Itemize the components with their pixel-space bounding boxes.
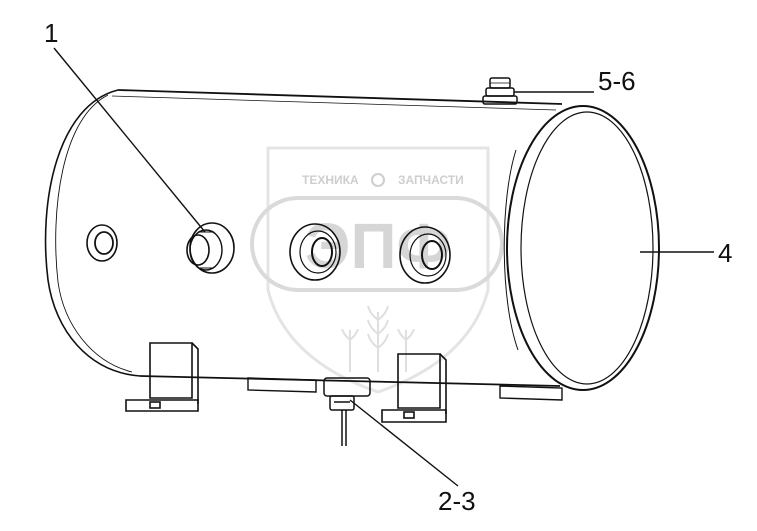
drain-valve — [323, 377, 371, 446]
wheat-icon — [341, 305, 415, 372]
tank-right-cap-outer — [506, 105, 660, 391]
watermark-text-left: ТЕХНИКА — [302, 173, 359, 187]
callout-label-4: 4 — [718, 238, 732, 268]
watermark-pill — [250, 196, 504, 292]
bracket-center — [381, 353, 447, 423]
tank-right-cap-inner — [520, 111, 654, 385]
tank-bottom-edge — [139, 375, 561, 387]
watermark-logo: ЭПФ — [305, 210, 451, 282]
watermark-shield — [266, 146, 490, 394]
gear-icon — [371, 173, 385, 187]
callout-1: 1 — [44, 18, 206, 233]
leader-line-1 — [53, 47, 206, 233]
bracket-left — [125, 342, 199, 412]
tank-top-edge — [117, 89, 563, 105]
callout-label-2-3: 2-3 — [438, 486, 476, 516]
callout-4: 4 — [640, 238, 732, 268]
port-center — [289, 223, 341, 281]
callout-5-6: 5-6 — [514, 66, 636, 96]
leader-line-2-3 — [349, 399, 459, 487]
tank — [44, 89, 660, 391]
port-center-right — [399, 226, 451, 284]
callout-label-5-6: 5-6 — [598, 66, 636, 96]
port-left-small — [86, 224, 118, 262]
tank-left-end — [44, 89, 141, 377]
callout-label-1: 1 — [44, 18, 58, 48]
top-fitting-5-6 — [482, 77, 518, 105]
fitting-1 — [186, 222, 235, 274]
callout-2-3: 2-3 — [349, 399, 476, 516]
watermark-text-right: ЗАПЧАСТИ — [398, 173, 464, 187]
watermark: ТЕХНИКА ЗАПЧАСТИ ЭПФ — [250, 146, 504, 394]
tank-right-seam — [503, 149, 519, 351]
mount-strips — [247, 377, 563, 401]
tank-top-edge-inner — [111, 95, 557, 111]
tank-left-end-inner — [55, 94, 133, 373]
